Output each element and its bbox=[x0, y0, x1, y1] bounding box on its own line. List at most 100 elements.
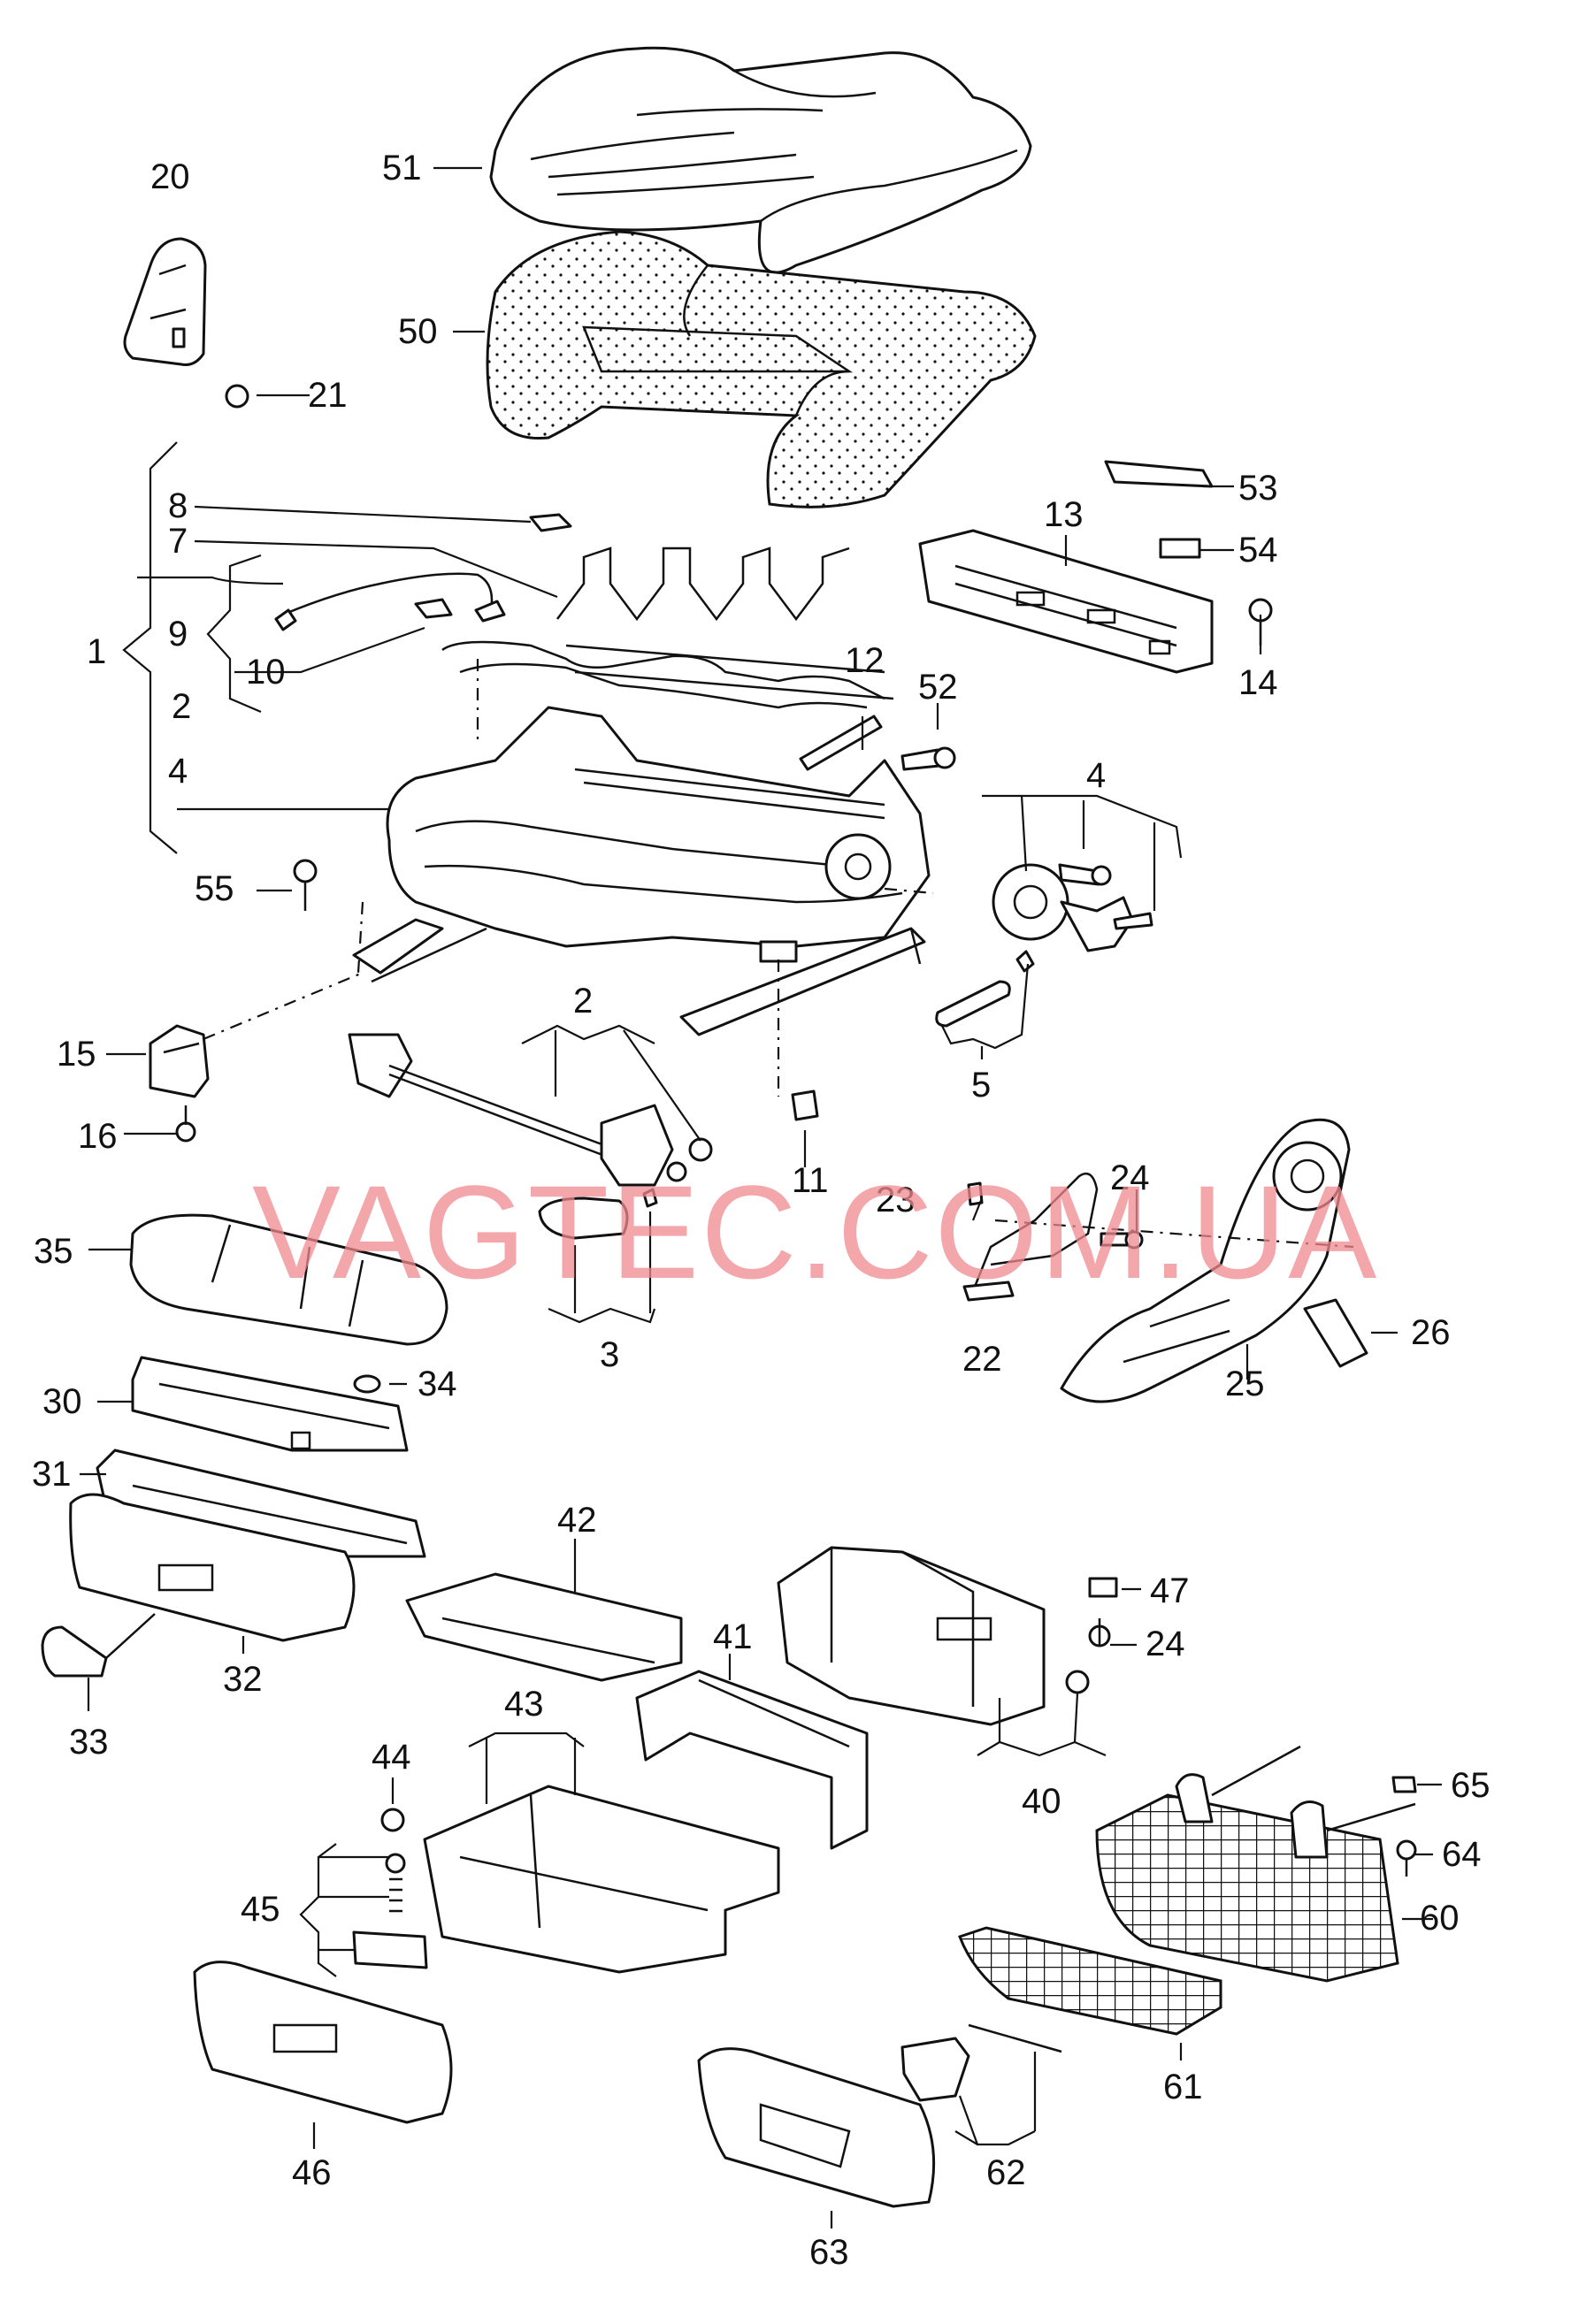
label-16: 16 bbox=[78, 1117, 118, 1156]
label-32: 32 bbox=[223, 1660, 263, 1699]
screw-part-24b bbox=[1088, 1618, 1111, 1647]
tray-part-42 bbox=[405, 1572, 683, 1682]
label-4b: 4 bbox=[1086, 756, 1106, 795]
clip-part-65 bbox=[1391, 1776, 1417, 1793]
label-3: 3 bbox=[600, 1335, 619, 1374]
assembly-lines bbox=[203, 659, 1354, 1249]
label-2b: 2 bbox=[573, 982, 593, 1021]
label-5: 5 bbox=[971, 1066, 991, 1105]
clip-part-23 bbox=[967, 1181, 984, 1206]
label-60: 60 bbox=[1420, 1899, 1460, 1938]
side-panel-part-25 bbox=[1060, 1118, 1351, 1403]
label-42: 42 bbox=[557, 1501, 597, 1540]
label-47: 47 bbox=[1150, 1571, 1190, 1610]
nut-part-34 bbox=[353, 1374, 381, 1394]
label-31: 31 bbox=[32, 1455, 72, 1494]
lever-part-33 bbox=[41, 1613, 156, 1678]
label-12: 12 bbox=[845, 641, 885, 680]
clip-part-10 bbox=[274, 598, 506, 631]
label-33: 33 bbox=[69, 1723, 109, 1762]
label-11: 11 bbox=[792, 1161, 829, 1200]
label-50: 50 bbox=[398, 312, 438, 351]
label-15: 15 bbox=[57, 1035, 96, 1074]
label-46: 46 bbox=[292, 2153, 332, 2192]
screw-part-21 bbox=[225, 384, 249, 409]
cable-part-9 bbox=[282, 572, 494, 616]
label-20: 20 bbox=[150, 157, 190, 196]
label-35: 35 bbox=[34, 1232, 73, 1271]
label-23: 23 bbox=[876, 1181, 916, 1219]
clip-part-8 bbox=[529, 513, 572, 532]
clip-part-47 bbox=[1088, 1577, 1118, 1598]
label-14: 14 bbox=[1238, 663, 1278, 702]
bracket-part-20 bbox=[123, 237, 207, 366]
label-53: 53 bbox=[1238, 469, 1278, 508]
label-41: 41 bbox=[713, 1617, 753, 1656]
label-9: 9 bbox=[168, 615, 188, 654]
label-30: 30 bbox=[42, 1382, 82, 1421]
label-24a: 24 bbox=[1110, 1158, 1150, 1197]
leader-lines bbox=[80, 166, 1442, 2228]
label-1: 1 bbox=[87, 632, 106, 671]
label-45: 45 bbox=[241, 1890, 280, 1929]
label-63: 63 bbox=[809, 2233, 849, 2272]
label-55: 55 bbox=[195, 869, 234, 908]
tray-part-61 bbox=[958, 1926, 1222, 2036]
rail-plate-part-13 bbox=[918, 529, 1214, 674]
wire-part-22 bbox=[962, 1172, 1099, 1302]
tube-part-12 bbox=[799, 715, 883, 771]
label-2a: 2 bbox=[172, 687, 191, 726]
label-8: 8 bbox=[168, 486, 188, 525]
seat-cover-part-51 bbox=[489, 46, 1032, 274]
screw-part-44 bbox=[380, 1808, 405, 1832]
clip-part-53 bbox=[1104, 460, 1214, 488]
drawer-part-43 bbox=[423, 1785, 780, 1974]
label-64: 64 bbox=[1442, 1835, 1482, 1874]
bracket-part-15 bbox=[149, 1024, 210, 1098]
label-40: 40 bbox=[1022, 1782, 1061, 1821]
label-62: 62 bbox=[986, 2153, 1026, 2192]
spring-mat-part-7 bbox=[441, 547, 894, 709]
cover-part-3 bbox=[538, 1188, 658, 1240]
screw-part-16 bbox=[175, 1105, 196, 1143]
label-26: 26 bbox=[1411, 1313, 1451, 1352]
label-61: 61 bbox=[1163, 2068, 1203, 2106]
callout-labels: 51 20 50 21 8 53 7 13 54 9 1 10 14 2 12 … bbox=[32, 149, 1491, 2272]
label-44: 44 bbox=[372, 1738, 411, 1777]
label-13: 13 bbox=[1044, 495, 1084, 534]
storage-tray-part-60 bbox=[1095, 1745, 1416, 1983]
watermark: VAGTEC.COM.UA bbox=[252, 1158, 1378, 1306]
label-10: 10 bbox=[246, 653, 286, 692]
label-43: 43 bbox=[504, 1685, 544, 1724]
label-34: 34 bbox=[418, 1365, 457, 1403]
clip-part-54 bbox=[1159, 538, 1201, 559]
cushion-part-35 bbox=[129, 1213, 448, 1346]
clip-part-11 bbox=[791, 1089, 819, 1121]
bolt-part-52 bbox=[900, 746, 956, 771]
bolt-part-55 bbox=[293, 859, 318, 911]
front-panel-part-46 bbox=[193, 1961, 453, 2124]
recliner-part-4 bbox=[992, 863, 1153, 952]
drawer-front-part-63 bbox=[697, 2047, 936, 2208]
plate-part-41 bbox=[635, 1670, 869, 1850]
label-65: 65 bbox=[1451, 1766, 1491, 1805]
bracket-part-40 bbox=[777, 1546, 1090, 1726]
label-22: 22 bbox=[962, 1340, 1002, 1379]
screw-part-64 bbox=[1396, 1839, 1417, 1877]
handle-part-5 bbox=[935, 950, 1035, 1028]
label-24b: 24 bbox=[1146, 1625, 1185, 1663]
knob-part-26 bbox=[1303, 1298, 1368, 1368]
tray-part-30 bbox=[131, 1356, 409, 1452]
label-25: 25 bbox=[1225, 1365, 1265, 1403]
screw-part-24a bbox=[1100, 1230, 1144, 1250]
label-54: 54 bbox=[1238, 531, 1278, 570]
label-4a: 4 bbox=[168, 752, 188, 791]
label-21: 21 bbox=[308, 376, 348, 415]
label-52: 52 bbox=[918, 668, 958, 707]
label-51: 51 bbox=[382, 149, 422, 187]
height-adjuster-part-2 bbox=[348, 1033, 713, 1187]
lock-part-45 bbox=[352, 1853, 428, 1969]
latch-part-62 bbox=[900, 2023, 1062, 2102]
seat-foam-part-50 bbox=[486, 230, 1037, 508]
